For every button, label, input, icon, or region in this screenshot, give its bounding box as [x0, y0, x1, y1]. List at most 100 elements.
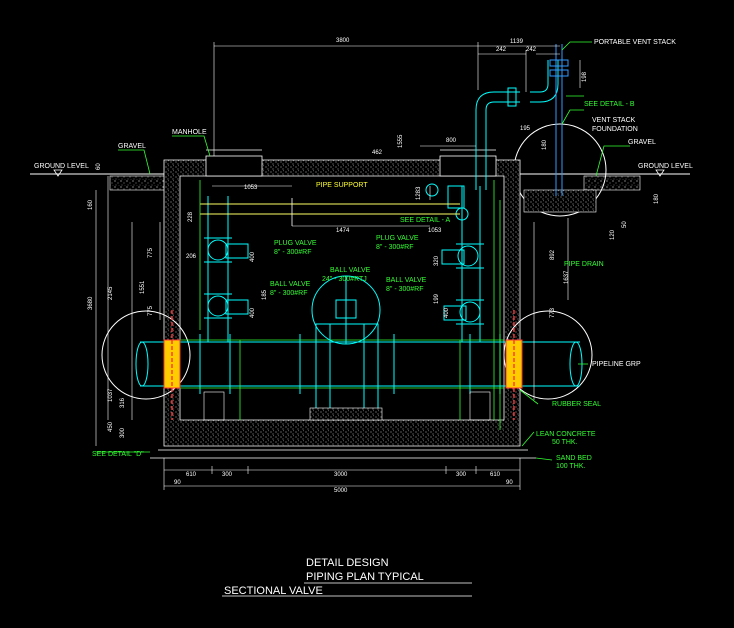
dim-400c: 400 — [444, 307, 450, 318]
dim-b300-left: 300 — [222, 472, 233, 478]
pipe-sleeve-right — [503, 310, 593, 400]
dim-320: 320 — [434, 255, 440, 266]
dim-185: 185 — [262, 289, 268, 300]
label-lean-concrete-2: 50 THK. — [552, 439, 578, 446]
label-plug-valve-right-2: 8" - 300#RF — [376, 244, 414, 251]
plug-valve-right-icon — [441, 243, 484, 269]
gravel-right — [583, 175, 641, 191]
dim-180-bottom-right: 180 — [654, 193, 660, 204]
label-ball-valve-center-1: BALL VALVE — [330, 267, 371, 274]
label-gravel-left: GRAVEL — [118, 143, 146, 150]
label-plug-valve-left-2: 8" - 300#RF — [274, 249, 312, 256]
label-rubber-seal: RUBBER SEAL — [552, 401, 601, 408]
pipe-support-left — [203, 391, 225, 421]
rubber-seal-left — [163, 310, 181, 420]
dim-1053-left: 1053 — [244, 185, 258, 191]
ground-level-marker-left — [53, 169, 63, 177]
label-gravel-right: GRAVEL — [628, 139, 656, 146]
pipe-sleeve-left — [101, 310, 191, 400]
label-pipe-support: PIPE SUPPORT — [316, 182, 368, 189]
dim-b90-left: 90 — [174, 480, 181, 486]
label-ball-valve-left-2: 8" - 300#RF — [270, 290, 308, 297]
dim-450: 450 — [108, 421, 114, 432]
dim-1637: 1637 — [564, 270, 570, 284]
green-pipe-lines — [180, 339, 504, 420]
dim-316: 316 — [120, 397, 126, 408]
dim-775a: 775 — [148, 247, 154, 258]
label-ball-valve-center-2: 24" - 300#RTJ — [322, 276, 367, 283]
dim-462: 462 — [372, 150, 383, 156]
label-vent-stack-foundation-2: FOUNDATION — [592, 126, 638, 133]
dim-1555: 1555 — [398, 134, 404, 148]
dim-198: 198 — [582, 71, 588, 82]
gravel-left — [109, 175, 167, 191]
dim-b610-right: 610 — [490, 472, 501, 478]
label-plug-valve-left-1: PLUG VALVE — [274, 240, 317, 247]
label-manhole: MANHOLE — [172, 129, 207, 136]
label-ball-valve-right-1: BALL VALVE — [386, 277, 427, 284]
label-portable-vent-stack: PORTABLE VENT STACK — [594, 39, 676, 46]
dim-b610-left: 610 — [186, 472, 197, 478]
label-ball-valve-left-1: BALL VALVE — [270, 281, 311, 288]
dim-775b: 775 — [148, 305, 154, 316]
dim-b90-right: 90 — [506, 480, 513, 486]
dim-1474: 1474 — [336, 228, 350, 234]
valve-base-block — [309, 407, 383, 421]
dim-300-vert: 300 — [120, 427, 126, 438]
dim-400b: 400 — [250, 307, 256, 318]
dim-180-right: 180 — [542, 139, 548, 150]
dim-1053-right: 1053 — [428, 228, 442, 234]
dim-3680: 3680 — [88, 296, 94, 310]
label-pipe-drain: PIPE DRAIN — [564, 261, 604, 268]
dim-242a: 242 — [496, 47, 507, 53]
dim-2145: 2145 — [108, 286, 114, 300]
label-sand-bed-1: SAND BED — [556, 455, 592, 462]
pipe-support-right — [469, 391, 491, 421]
label-see-detail-d: SEE DETAIL "D" — [92, 451, 144, 458]
dim-1551: 1551 — [140, 280, 146, 294]
plug-valve-left-icon — [204, 237, 249, 263]
dim-400a: 400 — [250, 251, 256, 262]
label-lean-concrete-1: LEAN CONCRETE — [536, 431, 596, 438]
ball-valve-right-icon — [443, 299, 484, 325]
label-see-detail-a: SEE DETAIL - A — [400, 217, 451, 224]
vent-valve-top-right-icon — [425, 183, 469, 221]
title-line-3: SECTIONAL VALVE — [224, 585, 323, 597]
manhole-opening-right — [439, 155, 497, 177]
left-bypass-line — [207, 196, 229, 342]
dim-199: 199 — [434, 293, 440, 304]
dim-b5000: 5000 — [334, 488, 348, 494]
label-sand-bed-2: 100 THK. — [556, 463, 585, 470]
dim-120-right: 120 — [610, 229, 616, 240]
title-line-2: PIPING PLAN TYPICAL — [306, 571, 424, 583]
dim-228: 228 — [188, 211, 194, 222]
green-vertical-lines — [199, 180, 501, 430]
pipe-support-rails — [200, 198, 460, 226]
label-see-detail-b: SEE DETAIL - B — [584, 101, 635, 108]
dim-top-right: 1139 — [510, 39, 524, 45]
ball-valve-left-icon — [204, 293, 249, 319]
dim-60-left: 60 — [96, 163, 102, 170]
dim-800: 800 — [446, 138, 457, 144]
label-pipeline-grp: PIPELINE GRP — [592, 361, 641, 368]
dim-b3000: 3000 — [334, 472, 348, 478]
dim-1283: 1283 — [416, 186, 422, 200]
label-vent-stack-foundation-1: VENT STACK — [592, 117, 636, 124]
vent-stack-blue — [549, 44, 569, 196]
dim-top-overall: 3800 — [336, 38, 350, 44]
title-line-1: DETAIL DESIGN — [306, 557, 389, 569]
dim-160-left: 160 — [88, 199, 94, 210]
ground-level-marker-right — [655, 169, 665, 177]
leader-lines — [96, 41, 630, 461]
label-ground-level-left: GROUND LEVEL — [34, 163, 89, 170]
dim-206: 206 — [186, 254, 197, 260]
vent-foundation-block — [523, 189, 597, 213]
dim-773: 773 — [550, 307, 556, 318]
dim-892: 892 — [550, 249, 556, 260]
dim-b300-right: 300 — [456, 472, 467, 478]
dim-50-right: 50 — [622, 221, 628, 228]
label-plug-valve-right-1: PLUG VALVE — [376, 235, 419, 242]
rubber-seal-right — [505, 310, 523, 420]
dim-242b: 242 — [526, 47, 537, 53]
